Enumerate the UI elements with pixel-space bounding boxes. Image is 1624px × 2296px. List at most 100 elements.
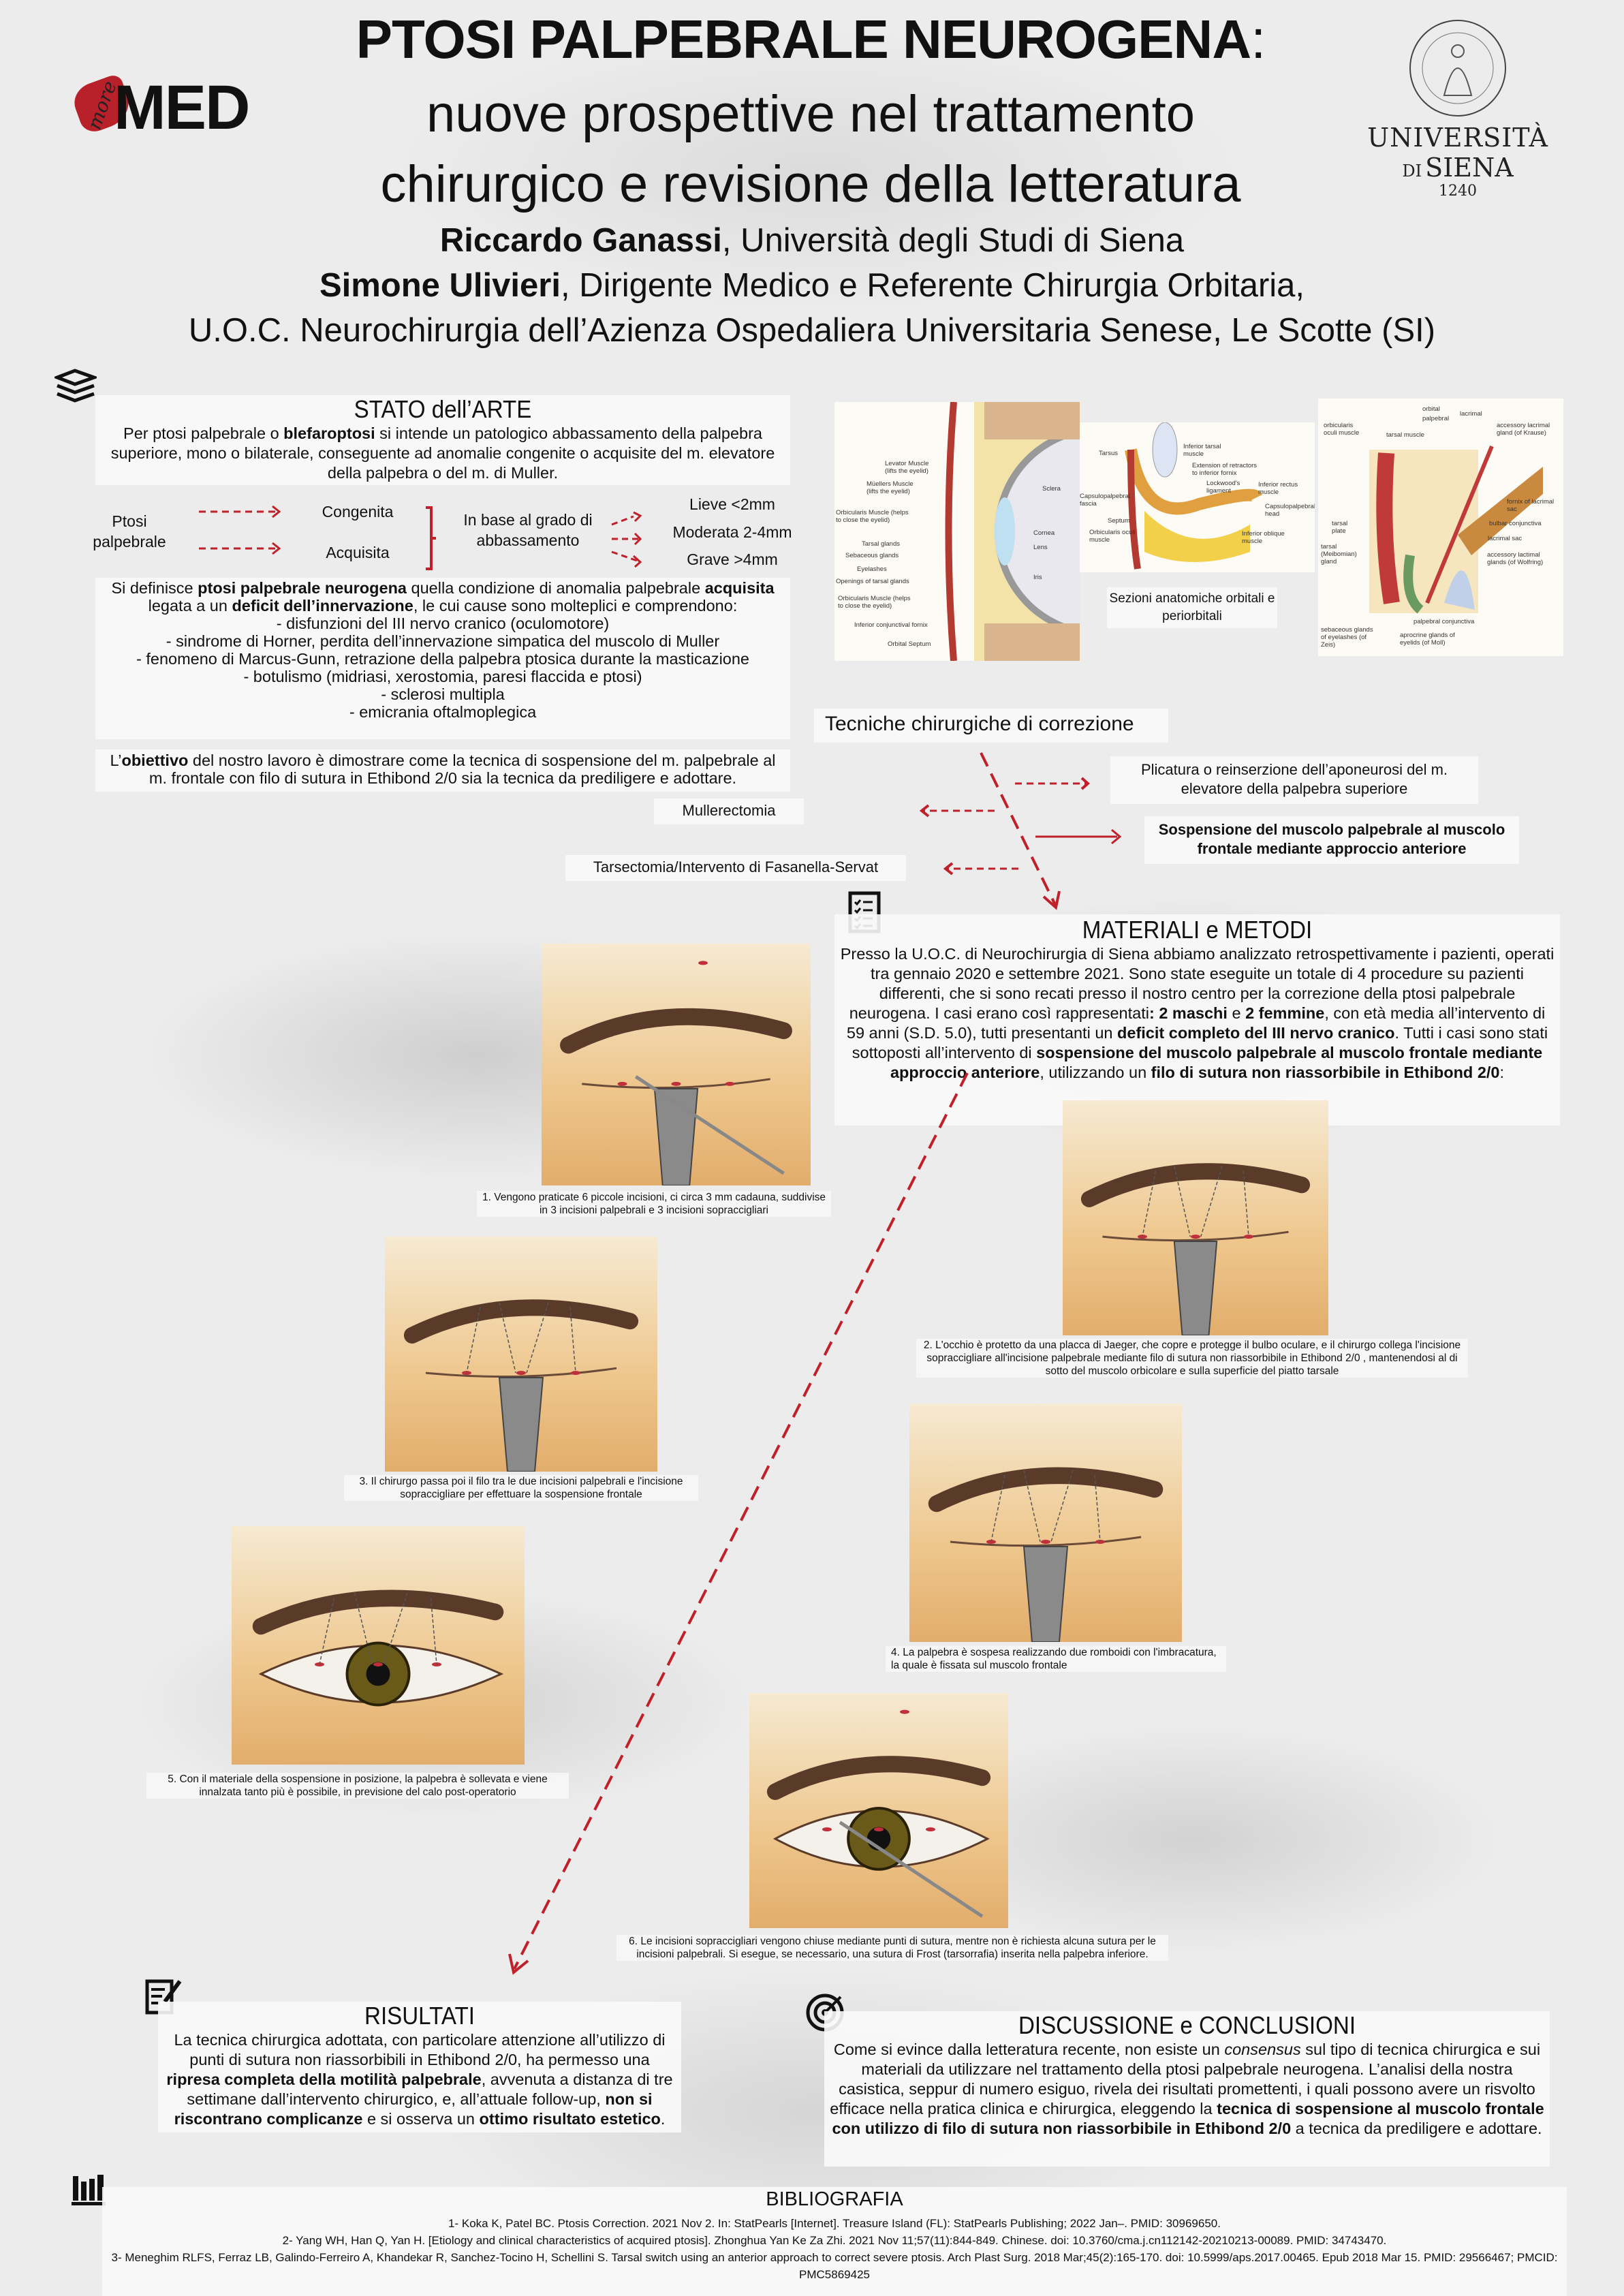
anatomy-label: tarsal plate (1332, 520, 1348, 535)
anatomy-label: Sebaceous glands (845, 552, 899, 559)
diagram-grade-grave: Grave >4mm (687, 550, 778, 568)
step-4-image (909, 1403, 1182, 1642)
stato-heading: STATO dell’ARTE (354, 395, 532, 423)
diagram-type-congenita: Congenita (322, 503, 394, 521)
more-med-logo: more MED (69, 72, 255, 142)
anatomy-label: tarsal (Meibomian) gland (1321, 543, 1357, 565)
text-segment: , utilizzando un (1040, 1064, 1151, 1081)
text-segment: L’ (110, 751, 122, 769)
text-segment: e si osserva un (362, 2110, 480, 2128)
surgical-eye-drawing (252, 1589, 504, 1707)
author-1-affiliation: , Università degli Studi di Siena (721, 222, 1185, 259)
text-segment: tecnica di sospensione al muscolo fronta… (832, 2100, 1544, 2137)
definition-text: Si definisce ptosi palpebrale neurogena … (95, 579, 790, 615)
text-segment: : (1499, 1064, 1505, 1081)
jaeger-plate (1022, 1546, 1069, 1642)
cause-item: - sindrome di Horner, perdita dell’inner… (166, 632, 720, 650)
library-icon (72, 2175, 106, 2205)
incision-mark (617, 1081, 627, 1086)
author-2-name: Simone Ulivieri (319, 267, 561, 304)
surgical-eye-drawing (403, 1299, 639, 1472)
surgical-eye-drawing (560, 961, 792, 1185)
needle-instrument (839, 1820, 984, 1918)
author-1: Riccardo Ganassi, Università degli Studi… (0, 218, 1624, 263)
text-segment: Come si evince dalla letteratura recente… (833, 2041, 1225, 2058)
logo-universita: UNIVERSITÀ (1367, 123, 1548, 153)
anatomy-label: Lockwood's ligament (1206, 480, 1240, 495)
anatomy-label: Septum (1108, 517, 1130, 525)
anatomy-label: palpebral conjunctiva (1414, 618, 1475, 625)
text-segment: consensus (1224, 2041, 1301, 2058)
text-segment: . Tutti i casi sono stati sottoposti all… (852, 1024, 1548, 1061)
anatomy-label: Tarsus (1099, 450, 1118, 457)
anatomy-figure-sagittal: Levator Muscle (lifts the eyelid) Müelle… (834, 402, 1080, 661)
anatomy-label: Orbicularis oculi muscle (1089, 529, 1136, 544)
step-5-image (232, 1526, 525, 1765)
reference-item: 3- Meneghim RLFS, Ferraz LB, Galindo-Fer… (111, 2251, 1558, 2281)
logo-year: 1240 (1439, 183, 1477, 200)
cause-item: - emicrania oftalmoplegica (349, 703, 537, 721)
incision-mark (900, 1709, 909, 1714)
anatomy-label: aprocrine glands of eyelids (of Moll) (1400, 632, 1455, 647)
lid-line (950, 1536, 1142, 1547)
step-1-caption: 1. Vengono praticate 6 piccole incisioni… (477, 1191, 831, 1217)
bibliografia-box: BIBLIOGRAFIA 1- Koka K, Patel BC. Ptosis… (102, 2187, 1567, 2296)
text-segment: , con età media all’intervento di 59 ann… (846, 1004, 1546, 1042)
text-segment: obiettivo (121, 751, 189, 769)
lacrimal-drawing (1369, 445, 1543, 614)
anatomy-label: accessory lactimal glands (of Wolfring) (1487, 551, 1544, 566)
text-segment: deficit completo del III nervo cranico (1117, 1024, 1395, 1042)
anatomy-label: Inferior oblique muscle (1242, 530, 1285, 545)
diagram-grade-moderata: Moderata 2-4mm (672, 523, 792, 541)
step-6-image (749, 1693, 1008, 1928)
text-segment: legata a un (148, 597, 232, 615)
anatomy-label: Iris (1033, 574, 1042, 581)
text-segment: blefaroptosi (283, 424, 375, 442)
incision-mark (1041, 1540, 1050, 1544)
incision-mark (926, 1827, 935, 1832)
anatomy-label: sebaceous glands of eyelashes (of Zeis) (1321, 626, 1373, 649)
incision-mark (725, 1081, 735, 1086)
text-segment: Per ptosi palpebrale o (123, 424, 284, 442)
text-segment: 2 femmine (1245, 1004, 1325, 1022)
incision-mark (1191, 1235, 1200, 1239)
jaeger-plate (498, 1377, 544, 1472)
eyebrow (560, 1008, 792, 1054)
technique-plicatura: Plicatura o reinserzione dell’aponeurosi… (1110, 756, 1478, 804)
suture-thread (466, 1302, 576, 1374)
title-line2: nuove prospettive nel trattamento (426, 85, 1195, 143)
surgical-eye-drawing (928, 1467, 1164, 1642)
anatomy-label: Orbital Septum (888, 640, 931, 648)
anatomy-label: Extension of retractors to inferior forn… (1192, 462, 1258, 477)
university-seal-icon (1409, 20, 1506, 117)
title-line1: PTOSI PALPEBRALE NEUROGENA (356, 9, 1251, 69)
stato-intro-box: STATO dell’ARTE Per ptosi palpebrale o b… (95, 395, 790, 485)
eyebrow (928, 1467, 1164, 1512)
anatomy-label: fornix of lacrimal sac (1507, 498, 1555, 513)
jaeger-plate (653, 1088, 699, 1185)
materiali-text: Presso la U.O.C. di Neurochirurgia di Si… (834, 944, 1560, 1083)
author-2-affiliation: , Dirigente Medico e Referente Chirurgia… (560, 267, 1305, 304)
step-3-caption: 3. Il chirurgo passa poi il filo tra le … (344, 1475, 698, 1501)
technique-mullerectomia: Mullerectomia (654, 798, 804, 824)
text-segment: filo di sutura non riassorbibile in Ethi… (1151, 1064, 1500, 1081)
incision-mark (516, 1371, 526, 1376)
step-3-image (385, 1237, 657, 1472)
technique-arrows (919, 752, 1122, 910)
affiliation: U.O.C. Neurochirurgia dell’Azienza Osped… (188, 312, 1436, 349)
text-segment: ottimo risultato estetico (479, 2110, 661, 2128)
reference-item: 2- Yang WH, Han Q, Yan H. [Etiology and … (282, 2234, 1387, 2247)
bibliografia-heading: BIBLIOGRAFIA (766, 2188, 903, 2210)
suture-thread (990, 1470, 1101, 1542)
suture-thread (319, 1592, 437, 1665)
risultati-text: La tecnica chirurgica adottata, con part… (158, 2030, 681, 2129)
eye-section-drawing (945, 402, 1080, 661)
anatomy-label: Orbicularis Muscle (helps to close the e… (836, 509, 909, 524)
arrow-grave (611, 550, 640, 563)
cause-item: - fenomeno di Marcus-Gunn, retrazione de… (136, 650, 750, 668)
books-icon (54, 369, 97, 403)
long-dashed-arrow (508, 1072, 969, 1975)
text-segment: sul tipo di tecnica chirurgica e sui mat… (830, 2041, 1541, 2117)
arrow-lieve (611, 515, 634, 526)
anatomy-label: palpebral (1422, 415, 1450, 422)
